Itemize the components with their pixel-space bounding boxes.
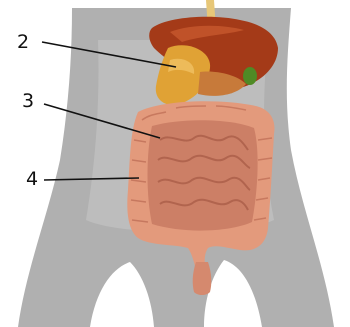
gallbladder [243,67,257,85]
callout-number-2: 2 [17,33,29,52]
rectum [193,262,212,295]
callout-number-3: 3 [22,92,34,111]
callout-number-4: 4 [26,170,38,189]
